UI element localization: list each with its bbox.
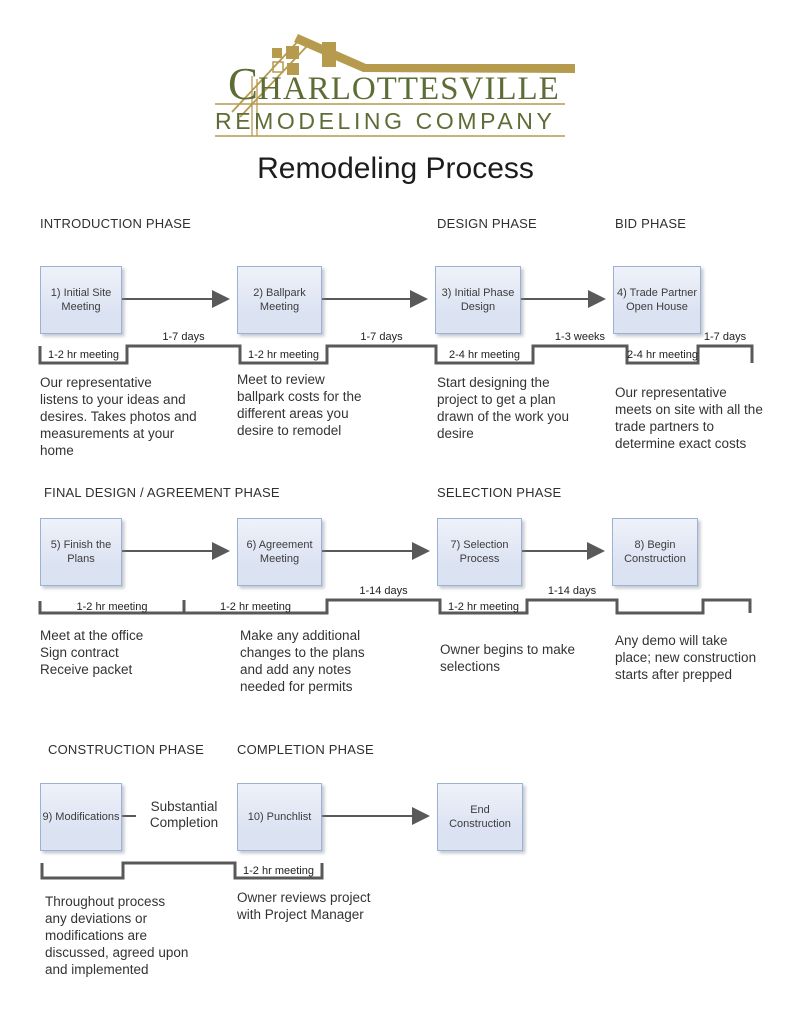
company-name-rest: HARLOTTESVILLE bbox=[258, 71, 560, 107]
step-box-4: 4) Trade Partner Open House bbox=[613, 266, 701, 334]
step-description-2: Meet to review ballpark costs for the di… bbox=[237, 372, 362, 438]
timeline-duration-label: 1-7 days bbox=[360, 331, 403, 343]
timeline-meeting-label: 1-2 hr meeting bbox=[243, 865, 314, 877]
window-pane bbox=[287, 63, 299, 75]
step-description-8: Any demo will take place; new constructi… bbox=[615, 633, 757, 682]
step-box-7: 7) Selection Process bbox=[437, 518, 522, 586]
arrow-label-substantial-completion: Substantial Completion bbox=[136, 798, 232, 832]
phase-heading-construction: CONSTRUCTION PHASE bbox=[48, 742, 205, 757]
window-pane bbox=[286, 46, 299, 59]
phase-heading-design: DESIGN PHASE bbox=[437, 216, 537, 231]
phase-heading-completion: COMPLETION PHASE bbox=[237, 742, 374, 757]
timeline-duration-label: 1-14 days bbox=[359, 585, 408, 597]
timeline-meeting-label: 1-2 hr meeting bbox=[248, 349, 319, 361]
timeline-duration-label: 1-7 days bbox=[703, 331, 747, 343]
step-box-5: 5) Finish the Plans bbox=[40, 518, 122, 586]
chimney bbox=[322, 42, 336, 67]
phase-heading-final-design-agreement: FINAL DESIGN / AGREEMENT PHASE bbox=[44, 485, 280, 500]
step-description-4: Our representative meets on site with al… bbox=[615, 385, 763, 451]
phase-heading-bid: BID PHASE bbox=[615, 216, 687, 231]
timeline-duration-label: 1-14 days bbox=[547, 585, 597, 597]
step-description-3: Start designing the project to get a pla… bbox=[437, 375, 570, 441]
window-pane bbox=[272, 48, 282, 58]
house-roofline-graphic bbox=[215, 34, 575, 137]
timeline-meeting-label: 1-2 hr meeting bbox=[48, 349, 119, 361]
step-description-1: Our representative listens to your ideas… bbox=[40, 375, 197, 458]
step-description-6: Make any additional changes to the plans… bbox=[240, 628, 365, 694]
step-description-7: Owner begins to make selections bbox=[440, 642, 576, 674]
step-description-9: Throughout process any deviations or mod… bbox=[45, 894, 189, 977]
timeline-duration-label: 1-3 weeks bbox=[554, 331, 606, 343]
timeline-meeting-label: 1-2 hr meeting bbox=[76, 601, 148, 613]
window-pane-outline bbox=[272, 61, 284, 73]
page-title: Remodeling Process bbox=[257, 152, 534, 185]
step-box-8: 8) Begin Construction bbox=[612, 518, 698, 586]
step-box-1: 1) Initial Site Meeting bbox=[40, 266, 122, 334]
company-name: CHARLOTTESVILLE bbox=[228, 62, 575, 108]
phase-heading-selection: SELECTION PHASE bbox=[437, 485, 562, 500]
step-box-2: 2) Ballpark Meeting bbox=[237, 266, 322, 334]
company-logo: CHARLOTTESVILLE REMODELING COMPANY bbox=[213, 26, 575, 142]
company-name-initial: C bbox=[228, 59, 259, 109]
phase-heading-introduction: INTRODUCTION PHASE bbox=[40, 216, 191, 231]
step-box-3: 3) Initial Phase Design bbox=[435, 266, 521, 334]
timeline-meeting-label: 2-4 hr meeting bbox=[449, 349, 520, 361]
timeline-meeting-label: 2-4 hr meeting bbox=[627, 349, 698, 361]
timeline-duration-label: 1-7 days bbox=[162, 331, 205, 343]
step-box-end-construction: End Construction bbox=[437, 783, 523, 851]
step-description-5: Meet at the office Sign contract Receive… bbox=[40, 628, 144, 677]
company-subtitle: REMODELING COMPANY bbox=[215, 108, 556, 134]
step-box-10: 10) Punchlist bbox=[237, 783, 322, 851]
roof-shape bbox=[294, 34, 575, 73]
timeline-meeting-label: 1-2 hr meeting bbox=[220, 601, 291, 613]
step-description-10: Owner reviews project with Project Manag… bbox=[237, 890, 371, 922]
timeline-meeting-label: 1-2 hr meeting bbox=[448, 601, 519, 613]
step-box-9: 9) Modifications bbox=[40, 783, 122, 851]
step-box-6: 6) Agreement Meeting bbox=[237, 518, 322, 586]
